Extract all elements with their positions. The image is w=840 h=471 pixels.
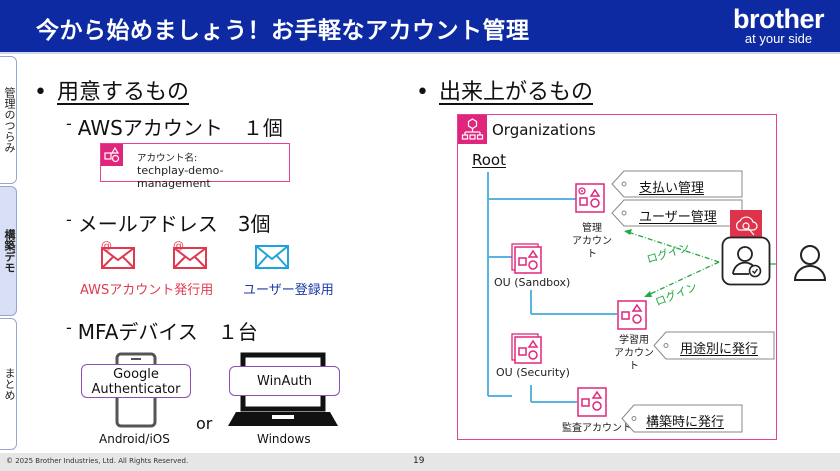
email-at-icon: @ — [100, 238, 136, 274]
ou-sandbox-icon — [511, 243, 543, 279]
study-account-icon — [617, 300, 647, 334]
google-authenticator-app: Google Authenticator — [81, 364, 191, 398]
side-tab-label: 構築デモ — [3, 229, 16, 273]
slide-footer: © 2025 Brother Industries, Ltd. All Righ… — [0, 453, 840, 471]
android-ios-label: Android/iOS — [99, 432, 170, 446]
tag-user-management: ユーザー管理 — [639, 210, 717, 225]
email-aws-label: AWSアカウント発行用 — [80, 283, 214, 298]
bullet-result: •出来上がるもの — [416, 80, 593, 105]
logo-brand: brother — [733, 4, 825, 34]
slide-title: 今から始めましょう！お手軽なアカウント管理 — [36, 18, 530, 44]
side-tab-label: 管理のつらみ — [3, 87, 16, 153]
page-number: 19 — [413, 456, 425, 466]
tag-billing: 支払い管理 — [639, 181, 705, 196]
tag-on-build: 構築時に発行 — [646, 415, 725, 430]
end-user-icon — [793, 244, 827, 286]
audit-account-label: 監査アカウント — [562, 423, 632, 434]
bullet-prepare: •用意するもの — [34, 80, 189, 105]
ou-sandbox-label: OU (Sandbox) — [494, 276, 571, 289]
email-user-label: ユーザー登録用 — [243, 283, 334, 298]
side-tab-summary[interactable]: まとめ — [0, 318, 17, 450]
svg-text:@: @ — [101, 239, 112, 252]
sub-email: -メールアドレス 3個 — [66, 210, 271, 236]
logo-tagline: at your side — [744, 31, 813, 46]
audit-account-icon — [577, 387, 607, 421]
aws-account-icon — [101, 144, 123, 166]
windows-label: Windows — [257, 432, 311, 446]
mgmt-tags — [611, 170, 743, 227]
ou-security-label: OU (Security) — [496, 366, 570, 379]
email-icon — [254, 238, 290, 274]
tag-per-use: 用途別に発行 — [680, 342, 759, 357]
ou-security-icon — [511, 333, 543, 369]
email-at-icon: @ — [172, 238, 208, 274]
side-tab-label: まとめ — [3, 367, 16, 401]
root-label: Root — [472, 151, 506, 169]
organizations-frame: Organizations — [457, 114, 777, 440]
side-tab-pain-points[interactable]: 管理のつらみ — [0, 56, 17, 184]
brother-logo: brother at your side — [733, 4, 825, 46]
copyright: © 2025 Brother Industries, Ltd. All Righ… — [6, 457, 189, 465]
header-divider — [0, 52, 840, 54]
study-tag — [653, 331, 775, 360]
identity-user-icon — [721, 236, 771, 290]
organizations-title: Organizations — [492, 121, 596, 139]
winauth-app: WinAuth — [229, 366, 340, 396]
svg-text:@: @ — [173, 239, 184, 252]
management-account-label: 管理 アカウント — [572, 223, 612, 260]
organizations-icon — [458, 115, 487, 144]
account-name-value: techplay-demo-management — [137, 164, 224, 190]
sub-aws-account: -AWSアカウント １個 — [66, 114, 283, 140]
sub-mfa: -MFAデバイス １台 — [66, 318, 258, 344]
study-account-label: 学習用 アカウント — [614, 335, 654, 372]
or-label: or — [196, 414, 213, 433]
side-tab-demo[interactable]: 構築デモ — [0, 186, 17, 316]
account-name-card: アカウント名: techplay-demo-management — [100, 143, 290, 190]
audit-tag — [621, 404, 743, 433]
management-account-icon — [575, 183, 605, 217]
slide-header: 今から始めましょう！お手軽なアカウント管理 brother at your si… — [0, 0, 840, 52]
account-name-label: アカウント名: — [137, 153, 198, 164]
